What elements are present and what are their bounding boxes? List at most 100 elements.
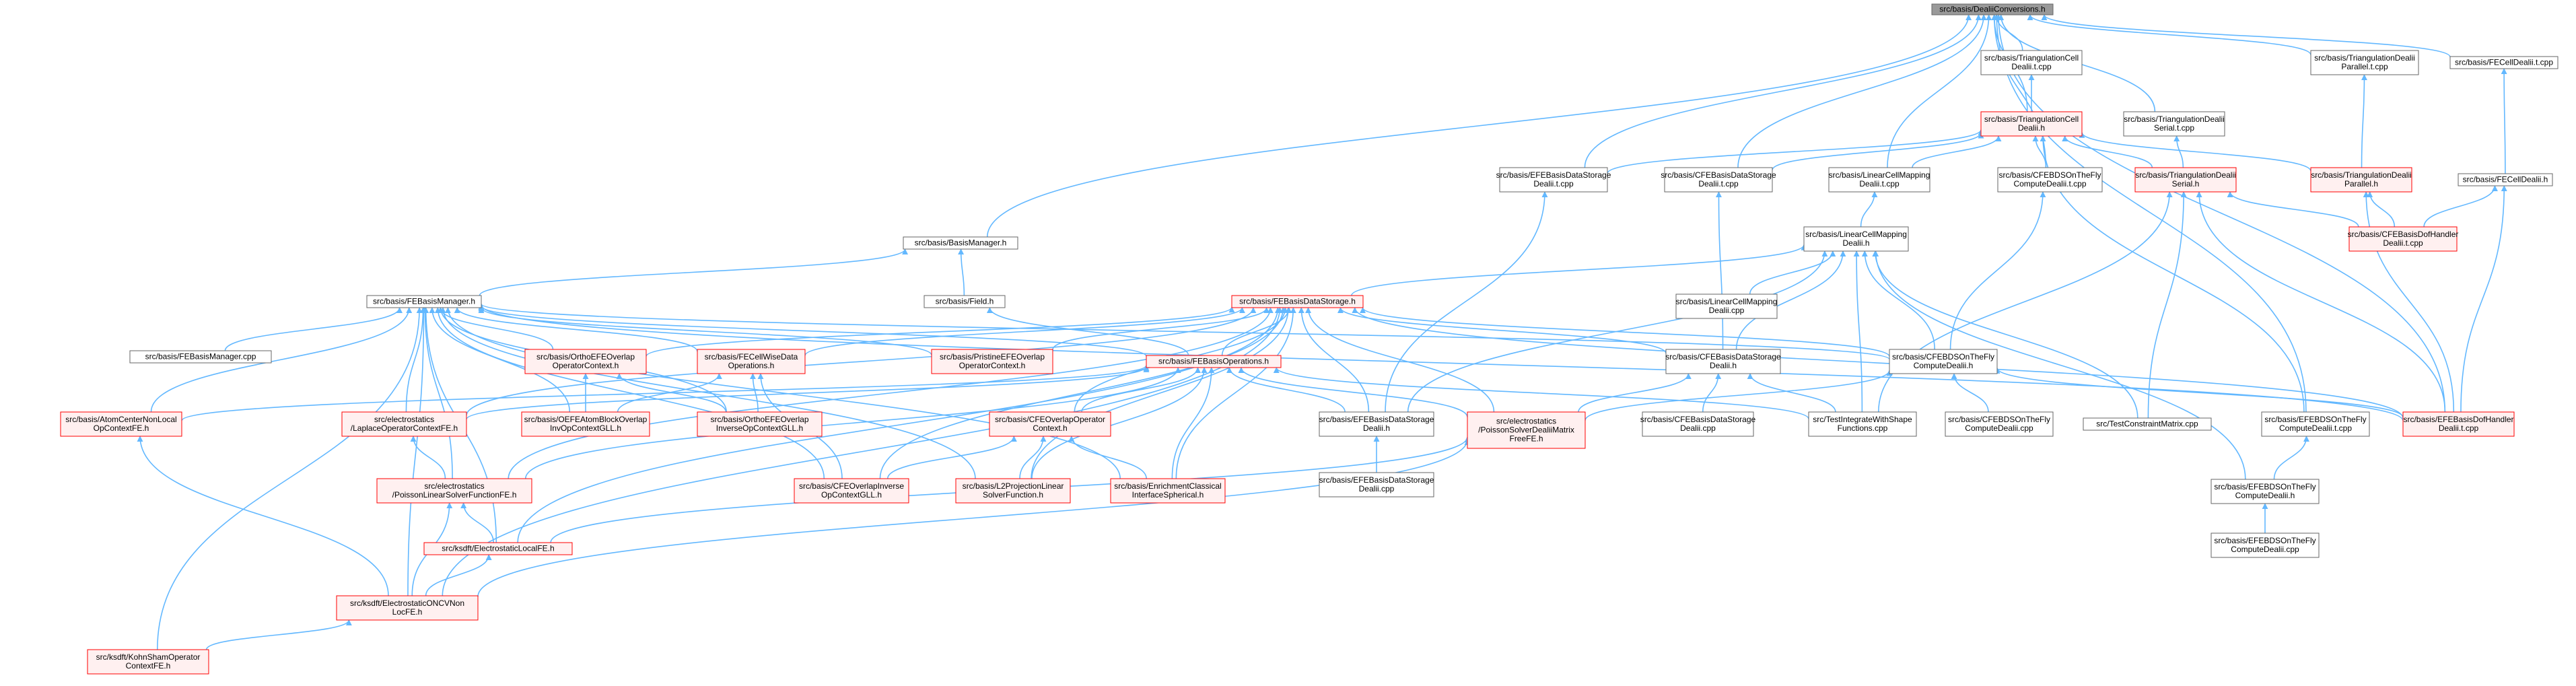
node-efebds-dcpp[interactable]: src/basis/EFEBDSOnTheFlyComputeDealii.cp…	[2211, 533, 2320, 558]
node-laplace[interactable]: src/electrostatics/LaplaceOperatorContex…	[341, 411, 467, 437]
node-basismgr[interactable]: src/basis/BasisManager.h	[903, 236, 1018, 250]
node-label: Dealii.t.cpp	[1533, 179, 1574, 188]
node-poisson-solver[interactable]: src/electrostatics/PoissonSolverDealiiMa…	[1467, 411, 1586, 449]
node-fecell-cpp[interactable]: src/basis/FECellDealii.t.cpp	[2449, 56, 2558, 69]
node-oefe-atom[interactable]: src/basis/OEFEAtomBlockOverlapInvOpConte…	[521, 411, 650, 437]
node-root[interactable]: src/basis/DealiiConversions.h	[1931, 3, 2054, 15]
node-field[interactable]: src/basis/Field.h	[924, 295, 1006, 308]
edge-n_cfebds_h-to-n_cfebds_cpp	[1949, 191, 2046, 350]
node-cfe-ovl-inv[interactable]: src/basis/CFEOverlapInverseOpContextGLL.…	[794, 478, 909, 504]
edge-n_ks-to-n_femgr	[156, 307, 423, 650]
node-label: src/basis/CFEBasisDataStorage	[1661, 170, 1776, 180]
node-feops[interactable]: src/basis/FEBasisOperations.h	[1146, 355, 1282, 368]
node-label: src/basis/EFEBDSOnTheFly	[2214, 536, 2316, 545]
node-cfe-ds-cpp[interactable]: src/basis/CFEBasisDataStorageDealii.t.cp…	[1661, 167, 1776, 193]
node-label: src/basis/CFEBasisDataStorage	[1665, 352, 1781, 362]
node-atom[interactable]: src/basis/AtomCenterNonLocalOpContextFE.…	[60, 411, 182, 437]
edge-n_enrich-to-n_femgr	[444, 307, 1121, 479]
node-label: Dealii.t.cpp	[2439, 423, 2479, 433]
node-box	[1467, 411, 1586, 449]
node-cfebds-dcpp[interactable]: src/basis/CFEBDSOnTheFlyComputeDealii.cp…	[1945, 411, 2054, 437]
node-tserial-cpp[interactable]: src/basis/TriangulationDealiiSerial.t.cp…	[2123, 111, 2225, 137]
node-femgr-cpp[interactable]: src/basis/FEBasisManager.cpp	[129, 350, 272, 364]
edge-n_fecell_h-to-n_fecell_cpp	[2501, 68, 2507, 174]
node-box	[2310, 50, 2419, 75]
nodes-layer: src/basis/DealiiConversions.h src/basis/T…	[60, 3, 2558, 675]
node-label: src/basis/LinearCellMapping	[1676, 297, 1778, 306]
edge-n_tserial_h-to-n_tcell_h	[2062, 135, 2153, 168]
node-poisson-lin[interactable]: src/electrostatics/PoissonLinearSolverFu…	[376, 478, 532, 504]
node-box	[931, 349, 1053, 374]
node-feds[interactable]: src/basis/FEBasisDataStorage.h	[1231, 295, 1364, 308]
edge-n_cfebds_h-to-n_feds	[1360, 307, 1890, 357]
edge-n_poisson_solver-to-n_cfebds_h	[1585, 370, 1893, 421]
edge-n_cfebds_dcpp-to-n_cfebds_h	[1951, 373, 1989, 413]
node-pristine[interactable]: src/basis/PristineEFEOverlapOperatorCont…	[931, 349, 1053, 374]
node-l2proj[interactable]: src/basis/L2ProjectionLinearSolverFuncti…	[955, 478, 1071, 504]
node-box	[1945, 411, 2054, 437]
node-label: src/basis/TriangulationDealii	[2311, 170, 2412, 180]
node-fecell-h[interactable]: src/basis/FECellDealii.h	[2458, 173, 2553, 186]
node-box	[376, 478, 532, 504]
edge-n_fecw-to-n_femgr	[454, 307, 698, 352]
node-ortho-ctx[interactable]: src/basis/OrthoEFEOverlapOperatorContext…	[524, 349, 647, 374]
edge-n_efe_ds_h-to-n_efe_ds_cpp	[1385, 191, 1548, 413]
node-test-cm[interactable]: src/TestConstraintMatrix.cpp	[2083, 417, 2212, 431]
node-label: src/electrostatics	[374, 415, 434, 424]
node-box	[1980, 111, 2083, 137]
edge-n_esoncv-to-n_femgr	[407, 307, 427, 596]
node-label: SolverFunction.h	[983, 490, 1043, 500]
node-enrich[interactable]: src/basis/EnrichmentClassicalInterfaceSp…	[1110, 478, 1226, 504]
edge-n_feds-to-n_lincell_h	[1351, 244, 1807, 296]
node-efe-ds-cpp[interactable]: src/basis/EFEBasisDataStorageDealii.t.cp…	[1496, 167, 1611, 193]
edge-n_esoncv-to-n_poisson_solver	[477, 438, 1471, 597]
node-label: src/basis/EFEBasisDataStorage	[1319, 475, 1434, 485]
node-box	[87, 649, 209, 675]
edge-n_efe_dof_cpp-to-n_tserial_h	[2196, 191, 2446, 413]
node-label: src/basis/FECellDealii.h	[2463, 175, 2548, 184]
node-ortho-inv[interactable]: src/basis/OrthoEFEOverlapInverseOpContex…	[697, 411, 823, 437]
node-cfebds-cpp[interactable]: src/basis/CFEBDSOnTheFlyComputeDealii.t.…	[1997, 167, 2103, 193]
node-label: LocFE.h	[392, 607, 423, 617]
node-label: src/basis/TriangulationCell	[1984, 114, 2079, 124]
node-label: Parallel.t.cpp	[2341, 62, 2388, 71]
node-box	[2310, 167, 2412, 193]
node-box	[1828, 167, 1930, 193]
node-label: src/basis/CFEBDSOnTheFly	[1892, 352, 1994, 362]
node-eslocal[interactable]: src/ksdft/ElectrostaticLocalFE.h	[423, 542, 573, 555]
node-box	[1319, 472, 1434, 498]
node-label: ComputeDealii.t.cpp	[2279, 423, 2352, 433]
edge-n_feops-to-n_femgr	[478, 305, 1147, 357]
node-femgr[interactable]: src/basis/FEBasisManager.h	[366, 295, 482, 308]
node-box	[1231, 295, 1364, 308]
node-box	[341, 411, 467, 437]
edge-n_efebds_tcpp-to-n_root	[1993, 14, 2307, 413]
edge-n_enrich-to-n_cfe_ovl	[1068, 436, 1147, 479]
node-label: InvOpContextGLL.h	[550, 423, 621, 433]
node-label: src/TestIntegrateWithShape	[1813, 415, 1912, 424]
node-tpar-cpp[interactable]: src/basis/TriangulationDealiiParallel.t.…	[2310, 50, 2419, 75]
node-label: Dealii.cpp	[1709, 306, 1745, 315]
edge-n_femgr-to-n_basismgr	[479, 248, 908, 296]
node-efebds-tcpp[interactable]: src/basis/EFEBDSOnTheFlyComputeDealii.t.…	[2261, 411, 2370, 437]
